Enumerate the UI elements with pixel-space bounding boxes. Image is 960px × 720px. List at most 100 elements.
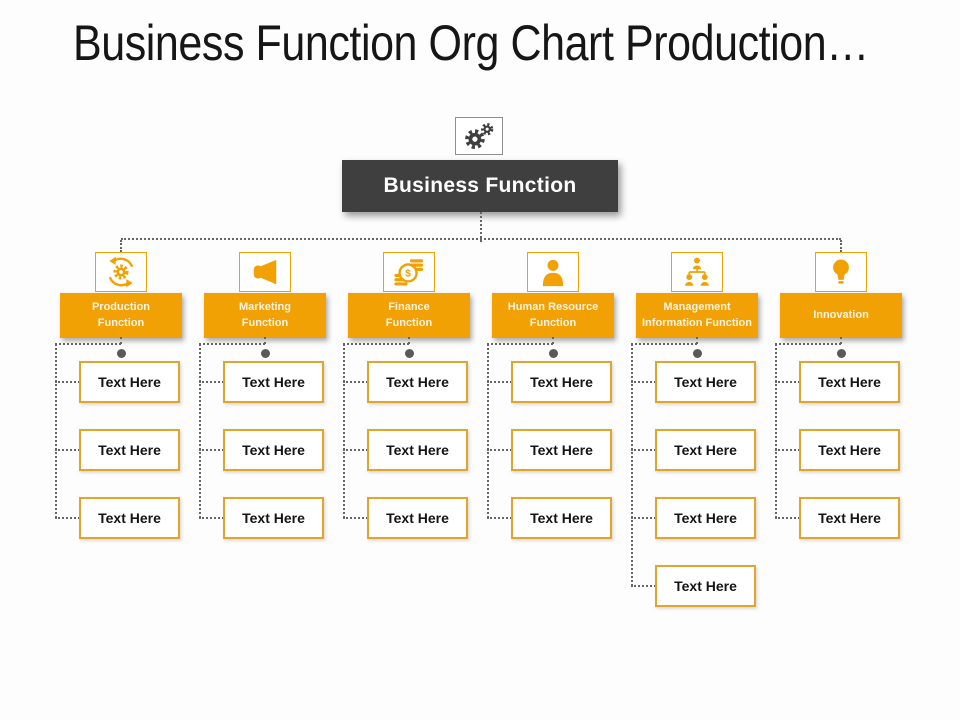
connector-header-stub <box>408 337 410 344</box>
branch-icon-box: $ <box>383 252 435 292</box>
leaf-node: Text Here <box>223 497 324 539</box>
junction-dot <box>693 349 702 358</box>
connector-branch-rail <box>775 344 777 518</box>
leaf-node: Text Here <box>511 429 612 471</box>
leaf-node: Text Here <box>367 361 468 403</box>
connector-leaf-stub <box>343 449 368 451</box>
person-icon <box>537 257 569 287</box>
connector-header-stub <box>264 337 266 344</box>
branch-header-label-line: Marketing <box>239 301 291 314</box>
connector-branch-rail <box>487 344 489 518</box>
junction-dot <box>117 349 126 358</box>
org-hierarchy-icon <box>680 256 714 288</box>
connector-branch-top <box>487 343 553 345</box>
connector-leaf-stub <box>343 381 368 383</box>
connector-header-stub <box>840 337 842 344</box>
connector-leaf-stub <box>55 381 80 383</box>
leaf-node: Text Here <box>799 361 900 403</box>
leaf-label: Text Here <box>386 374 449 390</box>
leaf-node: Text Here <box>511 497 612 539</box>
leaf-label: Text Here <box>674 374 737 390</box>
branch-header-label-line: Human Resource <box>507 301 599 314</box>
connector-leaf-stub <box>631 517 656 519</box>
leaf-node: Text Here <box>79 497 180 539</box>
megaphone-icon <box>248 257 282 287</box>
junction-dot <box>549 349 558 358</box>
leaf-node: Text Here <box>223 361 324 403</box>
leaf-label: Text Here <box>242 510 305 526</box>
leaf-node: Text Here <box>799 429 900 471</box>
branch-header-label-line: Finance <box>388 301 430 314</box>
leaf-label: Text Here <box>242 442 305 458</box>
root-node-label: Business Function <box>383 174 577 197</box>
leaf-label: Text Here <box>818 374 881 390</box>
leaf-node: Text Here <box>799 497 900 539</box>
leaf-label: Text Here <box>530 510 593 526</box>
leaf-label: Text Here <box>242 374 305 390</box>
branch-icon-box <box>95 252 147 292</box>
connector-branch-top <box>343 343 409 345</box>
root-node-business-function: Business Function <box>342 160 618 212</box>
branch-icon-box <box>527 252 579 292</box>
leaf-node: Text Here <box>79 361 180 403</box>
leaf-node: Text Here <box>223 429 324 471</box>
connector-leaf-stub <box>199 517 224 519</box>
lightbulb-icon <box>826 256 856 288</box>
branch-header-label-line: Production <box>91 301 151 314</box>
branch-header-label-line: Function <box>241 316 289 329</box>
page-title: Business Function Org Chart Production… <box>73 15 869 71</box>
leaf-node: Text Here <box>511 361 612 403</box>
connector-leaf-stub <box>631 381 656 383</box>
connector-right-end <box>840 240 842 252</box>
leaf-label: Text Here <box>674 578 737 594</box>
branch-header-label-line: Information Function <box>642 316 752 329</box>
leaf-label: Text Here <box>98 374 161 390</box>
connector-branch-rail <box>343 344 345 518</box>
junction-dot <box>837 349 846 358</box>
connector-branch-rail <box>199 344 201 518</box>
connector-leaf-stub <box>775 449 800 451</box>
leaf-label: Text Here <box>386 510 449 526</box>
connector-leaf-stub <box>487 381 512 383</box>
connector-leaf-stub <box>775 381 800 383</box>
gears-icon <box>460 121 498 151</box>
leaf-node: Text Here <box>367 429 468 471</box>
connector-left-end <box>120 240 122 252</box>
connector-main-horizontal <box>121 238 841 240</box>
leaf-label: Text Here <box>530 374 593 390</box>
leaf-node: Text Here <box>79 429 180 471</box>
leaf-node: Text Here <box>655 497 756 539</box>
junction-dot <box>405 349 414 358</box>
leaf-label: Text Here <box>98 510 161 526</box>
leaf-node: Text Here <box>367 497 468 539</box>
leaf-label: Text Here <box>530 442 593 458</box>
branch-header-innovation: Innovation <box>780 293 902 338</box>
connector-leaf-stub <box>631 585 656 587</box>
leaf-label: Text Here <box>674 510 737 526</box>
leaf-label: Text Here <box>818 442 881 458</box>
connector-leaf-stub <box>775 517 800 519</box>
junction-dot <box>261 349 270 358</box>
leaf-label: Text Here <box>386 442 449 458</box>
connector-leaf-stub <box>487 517 512 519</box>
connector-branch-top <box>631 343 697 345</box>
branch-header-label-line: Function <box>385 316 433 329</box>
connector-header-stub <box>120 337 122 344</box>
connector-branch-rail <box>55 344 57 518</box>
connector-header-stub <box>696 337 698 344</box>
connector-leaf-stub <box>199 449 224 451</box>
connector-leaf-stub <box>55 517 80 519</box>
branch-header-label-line: Management <box>663 301 731 314</box>
connector-root-stem <box>480 212 482 242</box>
leaf-label: Text Here <box>98 442 161 458</box>
connector-branch-top <box>55 343 121 345</box>
connector-header-stub <box>552 337 554 344</box>
connector-leaf-stub <box>631 449 656 451</box>
branch-icon-box <box>239 252 291 292</box>
gear-sync-arrows-icon <box>103 255 139 289</box>
branch-icon-box <box>671 252 723 292</box>
